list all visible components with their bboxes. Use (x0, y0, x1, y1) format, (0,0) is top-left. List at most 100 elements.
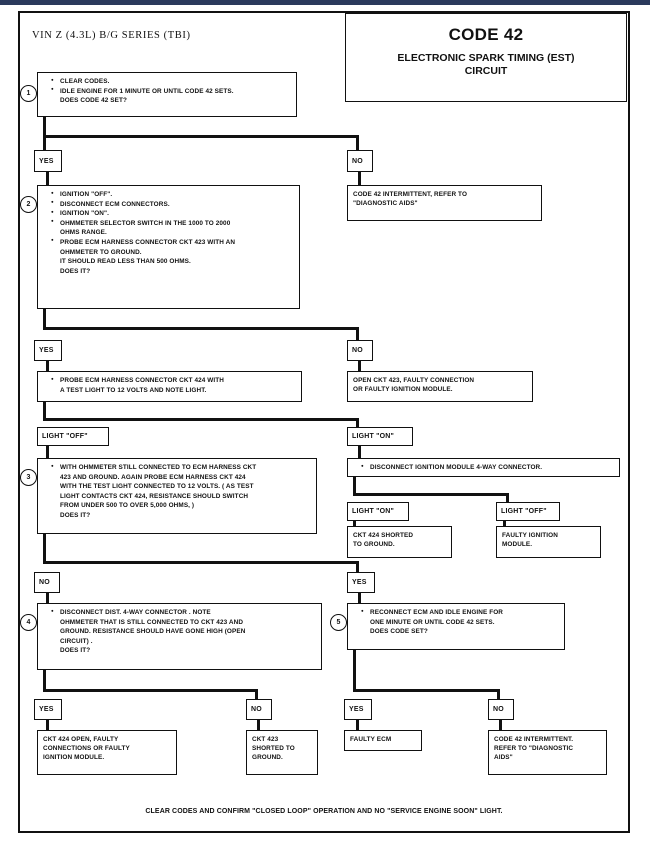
connector-yes4-down (46, 720, 49, 732)
connector-step1-horizontal (43, 135, 359, 138)
connector-step5-horizontal (353, 689, 500, 692)
step-3-line-3: WITH THE TEST LIGHT CONNECTED TO 12 VOLT… (60, 483, 254, 491)
step-number-4: 4 (20, 614, 37, 631)
step-1-box: CLEAR CODES. IDLE ENGINE FOR 1 MINUTE OR… (37, 72, 297, 117)
result-open-ckt423-line-2: OR FAULTY IGNITION MODULE. (353, 386, 453, 394)
step-2-line-4: OHMMETER SELECTOR SWITCH IN THE 1000 TO … (51, 218, 294, 228)
result-open-ckt423-line-1: OPEN CKT 423, FAULTY CONNECTION (353, 377, 475, 384)
connector-s3r-horizontal (353, 493, 509, 496)
step-2-line-8: IT SHOULD READ LESS THAN 500 OHMS. (60, 258, 191, 266)
connector-s3r-lighton-down (353, 521, 356, 528)
tag-light-off-left: LIGHT "OFF" (37, 427, 109, 446)
tag-s3r-light-off: LIGHT "OFF" (496, 502, 560, 521)
connector-step2-to-no (356, 327, 359, 342)
result-faulty-ecm: FAULTY ECM (344, 730, 422, 751)
result-code42-intermittent-bottom: CODE 42 INTERMITTENT. REFER TO "DIAGNOST… (488, 730, 607, 775)
step-4-line-5: DOES IT? (60, 647, 91, 655)
result-ckt424-open-line-1: CKT 424 OPEN, FAULTY (43, 736, 119, 743)
step-4-line-4: CIRCUIT) . (60, 637, 93, 645)
step-2-line-3: IGNITION "ON". (51, 209, 294, 218)
step-5-line-1: RECONNECT ECM AND IDLE ENGINE FOR (361, 607, 559, 617)
connector-lighton-down (358, 446, 361, 460)
connector-step2-down (43, 309, 46, 329)
result-ckt423-shorted-line-2: SHORTED TO (252, 745, 295, 753)
footer-note: CLEAR CODES AND CONFIRM "CLOSED LOOP" OP… (145, 808, 503, 815)
step-number-5: 5 (330, 614, 347, 631)
step-2-line-9: DOES IT? (60, 267, 91, 275)
connector-step1-down (43, 117, 46, 137)
step-3-line-6: DOES IT? (60, 511, 91, 519)
result-ckt423-shorted: CKT 423 SHORTED TO GROUND. (246, 730, 318, 775)
tag-light-on-right: LIGHT "ON" (347, 427, 413, 446)
connector-no4-down (257, 720, 260, 732)
tag-step5-no: NO (488, 699, 514, 720)
result-top-line-2: "DIAGNOSTIC AIDS" (353, 200, 418, 208)
connector-step4-down (43, 670, 46, 692)
result-faulty-ignition-module: FAULTY IGNITION MODULE. (496, 526, 601, 558)
tag-step2-no: NO (347, 340, 373, 361)
step-2-line-7: OHMMETER TO GROUND. (60, 248, 142, 256)
result-faulty-ignition-line-2: MODULE. (502, 541, 533, 549)
tag-s3r-light-on: LIGHT "ON" (347, 502, 409, 521)
connector-step4-horizontal (43, 689, 258, 692)
result-ckt423-shorted-line-1: CKT 423 (252, 736, 279, 743)
step-5-line-2: ONE MINUTE OR UNTIL CODE 42 SETS. (370, 618, 495, 626)
step-5-line-3: DOES CODE SET? (370, 628, 428, 636)
step-3-box: WITH OHMMETER STILL CONNECTED TO ECM HAR… (37, 458, 317, 534)
connector-light-branch-horizontal (43, 418, 359, 421)
connector-step4-to-no (255, 689, 258, 701)
step-1-line-2: IDLE ENGINE FOR 1 MINUTE OR UNTIL CODE 4… (51, 86, 291, 96)
step-3-line-4: LIGHT CONTACTS CKT 424, RESISTANCE SHOUL… (60, 492, 249, 500)
connector-no3-down (46, 593, 49, 605)
connector-step1-to-yes (43, 135, 46, 152)
tag-step3-yes: YES (347, 572, 375, 593)
result-faulty-ignition-line-1: FAULTY IGNITION (502, 532, 558, 539)
tag-step3-no: NO (34, 572, 60, 593)
step-3-line-2: 423 AND GROUND. AGAIN PROBE ECM HARNESS … (60, 473, 246, 481)
step-2-yes-box: PROBE ECM HARNESS CONNECTOR CKT 424 WITH… (37, 371, 302, 402)
step-2-yes-line-1: PROBE ECM HARNESS CONNECTOR CKT 424 WITH (51, 375, 296, 385)
tag-step1-yes: YES (34, 150, 62, 172)
connector-step5-to-no (497, 689, 500, 701)
step-3-line-5: FROM UNDER 500 TO OVER 5,000 OHMS, ) (60, 502, 195, 510)
title-box: CODE 42 ELECTRONIC SPARK TIMING (EST) CI… (345, 13, 627, 102)
connector-light-branch-down (43, 402, 46, 420)
step-3-right-line-1: DISCONNECT IGNITION MODULE 4-WAY CONNECT… (361, 462, 614, 472)
connector-lightoff-down (46, 446, 49, 460)
step-2-yes-line-2: A TEST LIGHT TO 12 VOLTS AND NOTE LIGHT. (60, 386, 207, 394)
step-4-box: DISCONNECT DIST. 4-WAY CONNECTOR . NOTE … (37, 603, 322, 670)
connector-s3r-right-down (506, 493, 509, 504)
step-3-line-1: WITH OHMMETER STILL CONNECTED TO ECM HAR… (51, 462, 311, 472)
step-number-3: 3 (20, 469, 37, 486)
result-top-line-1: CODE 42 INTERMITTENT, REFER TO (353, 191, 468, 198)
connector-step5-down (353, 650, 356, 692)
step-1-line-1: CLEAR CODES. (51, 76, 291, 86)
step-2-line-6: PROBE ECM HARNESS CONNECTOR CKT 423 WITH… (51, 237, 294, 247)
tag-step1-no: NO (347, 150, 373, 172)
result-faulty-ecm-line-1: FAULTY ECM (350, 736, 392, 743)
step-2-line-2: DISCONNECT ECM CONNECTORS. (51, 199, 294, 209)
result-open-ckt423: OPEN CKT 423, FAULTY CONNECTION OR FAULT… (347, 371, 533, 402)
step-2-line-1: IGNITION "OFF". (51, 189, 294, 199)
connector-yes5-down (356, 720, 359, 732)
code-title: CODE 42 (448, 25, 524, 44)
step-2-box: IGNITION "OFF". DISCONNECT ECM CONNECTOR… (37, 185, 300, 309)
tag-step4-no: NO (246, 699, 272, 720)
result-code42-intermittent-top: CODE 42 INTERMITTENT, REFER TO "DIAGNOST… (347, 185, 542, 221)
connector-step3-horizontal (43, 561, 359, 564)
connector-s3r-down (353, 477, 356, 495)
step-2-line-5: OHMS RANGE. (60, 229, 107, 237)
result-ckt424-shorted-line-1: CKT 424 SHORTED (353, 532, 414, 539)
step-number-1: 1 (20, 85, 37, 102)
connector-step3-down (43, 534, 46, 564)
result-ckt423-shorted-line-3: GROUND. (252, 754, 283, 762)
tag-step2-yes: YES (34, 340, 62, 361)
result-ckt424-open: CKT 424 OPEN, FAULTY CONNECTIONS OR FAUL… (37, 730, 177, 775)
result-bottom-line-3: AIDS" (494, 754, 513, 762)
result-ckt424-open-line-2: CONNECTIONS OR FAULTY (43, 745, 130, 753)
step-number-2: 2 (20, 196, 37, 213)
diagnostic-chart-page: VIN Z (4.3L) B/G SERIES (TBI) CODE 42 EL… (18, 11, 630, 833)
circuit-subtitle-line2: CIRCUIT (464, 65, 508, 78)
step-4-line-1: DISCONNECT DIST. 4-WAY CONNECTOR . NOTE (51, 607, 316, 617)
step-1-line-3: DOES CODE 42 SET? (60, 97, 128, 105)
